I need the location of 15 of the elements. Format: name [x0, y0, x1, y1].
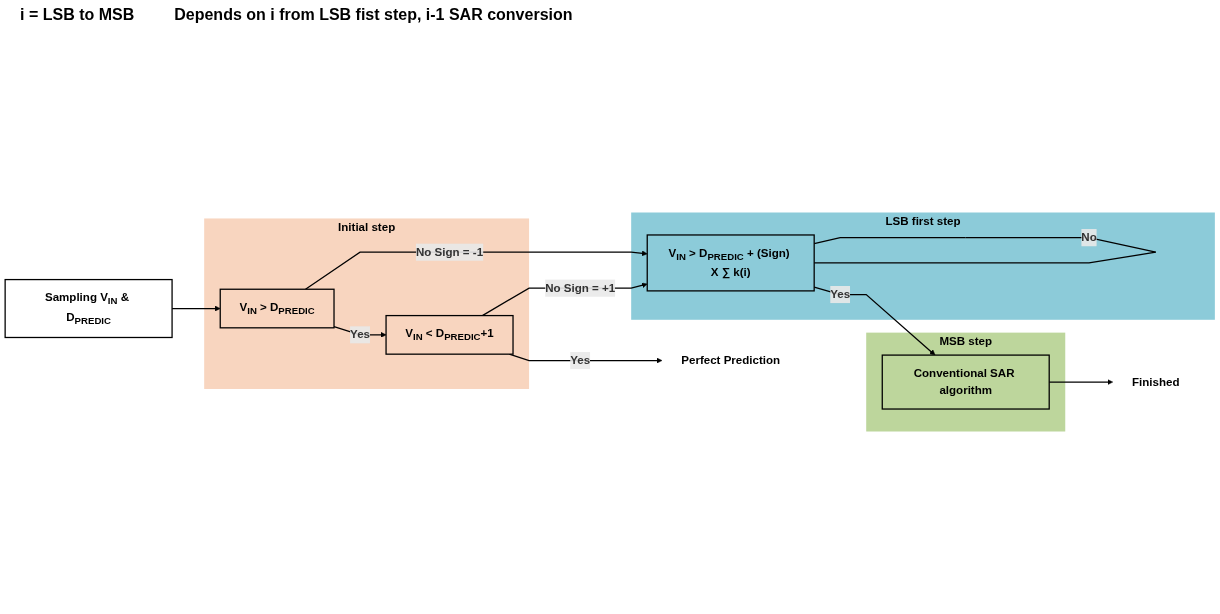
node-box: V$_{IN}$ > D$_{PREDIC}$ + (Sign) X ∑ k(i): [646, 234, 815, 292]
edge-label: Yes: [830, 287, 851, 301]
node-box: V$_{IN}$ > D$_{PREDIC}$: [219, 288, 335, 329]
node-box: V$_{IN}$ < D$_{PREDIC}$+1: [385, 314, 514, 355]
edge-label: Yes: [570, 353, 591, 367]
node-text: Perfect Prediction: [681, 353, 781, 367]
edge-label: No Sign = +1: [545, 281, 616, 295]
note-text: Depends on i from LSB fist step, i-1 SAR conversion: [174, 6, 573, 24]
node-box: Conventional SAR algorithm: [881, 354, 1050, 410]
edge-label: No Sign = -1: [415, 245, 484, 259]
edge-label: No: [1081, 230, 1097, 244]
node-text: Finished: [1132, 375, 1180, 389]
note-text: i = LSB to MSB: [20, 6, 135, 24]
edge-label: Yes: [350, 328, 370, 341]
node-box: Sampling V$_{IN}$ & D$_{PREDIC}$: [4, 278, 173, 339]
